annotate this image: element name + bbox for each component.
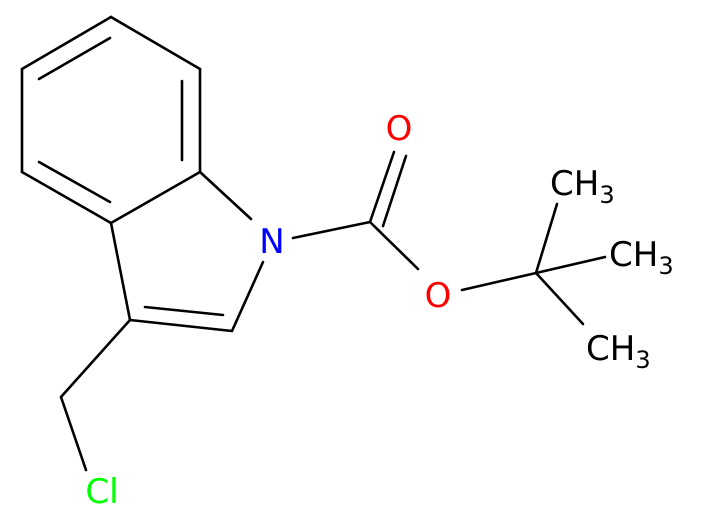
methyl-top-subscript: 3 <box>599 181 614 209</box>
methyl-top-main: CH <box>550 164 599 204</box>
bond-quat-c-ch3-bottom <box>534 271 585 326</box>
bond-c7a-c7 <box>109 15 202 71</box>
bond-c2-c3-inner <box>143 305 225 317</box>
methyl-bottom-subscript: 3 <box>635 346 650 374</box>
bond-ch2-cl <box>59 395 88 472</box>
bond-carbonyl-c-o-b <box>381 154 408 228</box>
chloromethyl-group <box>59 318 132 472</box>
bond-carbonyl-c-o-a <box>368 150 396 224</box>
bond-carbonyl-c-ester-o <box>368 220 420 271</box>
bond-ester-o-quat-c <box>460 271 538 292</box>
benzene-ring <box>20 15 202 225</box>
bond-c7-c6-inner <box>37 36 112 81</box>
chlorine-label: Cl <box>85 472 118 512</box>
bond-c3-c3a <box>109 221 132 322</box>
bond-quat-c-ch3-right <box>534 255 607 275</box>
methyl-right-main: CH <box>609 235 658 275</box>
bond-c3-ch2 <box>59 318 132 399</box>
bond-c4-c3a <box>109 170 202 225</box>
pyrrole-ring <box>109 170 265 333</box>
nitrogen-label: N <box>259 222 284 262</box>
bond-quat-c-ch3-top <box>534 202 559 275</box>
bond-c5-c4-inner <box>37 160 112 204</box>
bond-n1-c2 <box>230 260 265 333</box>
methyl-right-subscript: 3 <box>658 252 673 280</box>
bond-c2-c3 <box>128 318 234 333</box>
methyl-bottom-label: CH3 <box>586 329 651 374</box>
methyl-right-label: CH3 <box>609 235 674 280</box>
bond-c7-c6 <box>20 15 113 71</box>
bond-c7a-n1 <box>198 170 253 221</box>
ester-oxygen-label: O <box>425 276 452 316</box>
bond-c5-c4 <box>20 170 113 225</box>
methyl-bottom-main: CH <box>586 329 635 369</box>
carbonyl-oxygen-label: O <box>386 109 413 149</box>
methyl-top-label: CH3 <box>550 164 615 209</box>
boc-group <box>291 150 607 326</box>
bond-n1-carbonyl-c <box>291 220 372 240</box>
